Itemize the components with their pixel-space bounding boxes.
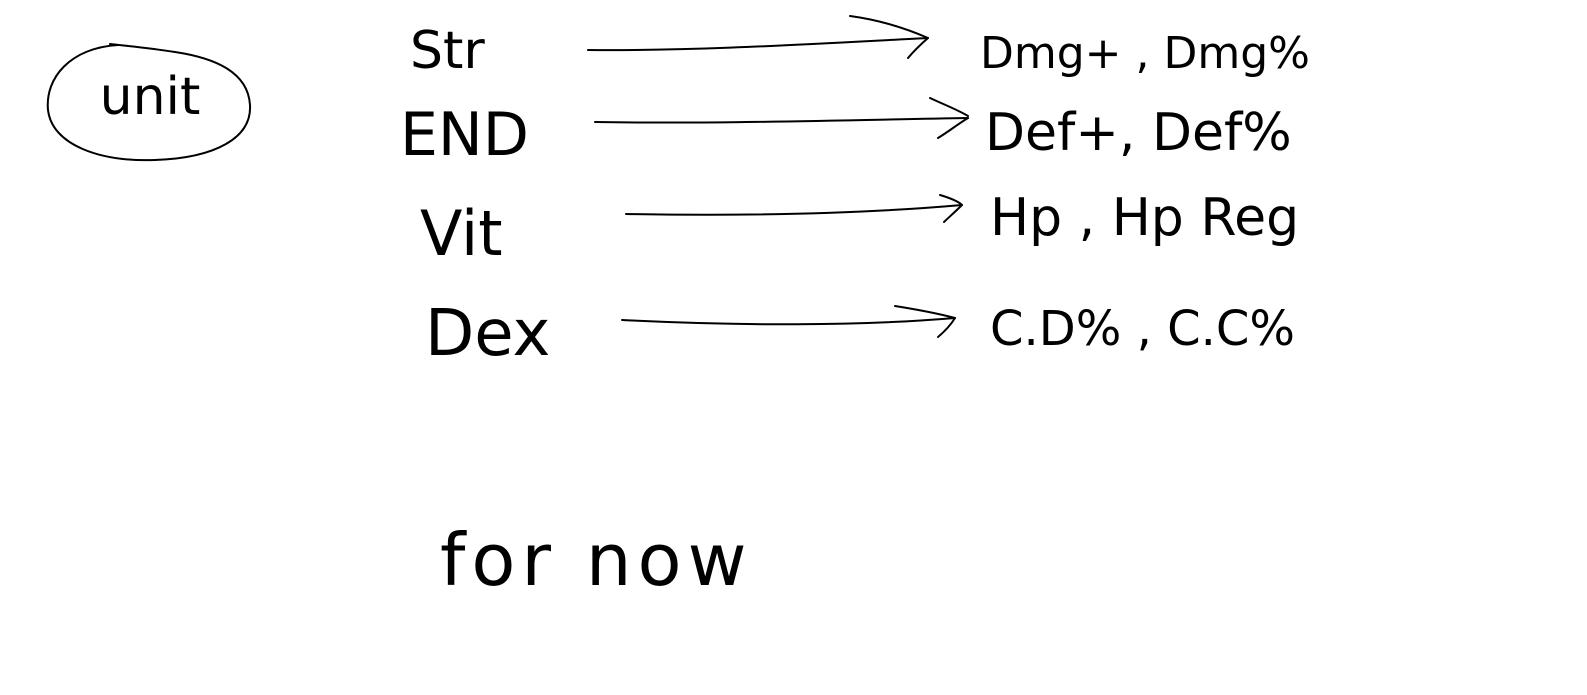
arrow-shaft-dex: [621, 317, 956, 326]
footer-note: for now: [440, 518, 752, 602]
effects-label-str: Dmg+ , Dmg%: [980, 28, 1310, 79]
effects-label-dex: C.D% , C.C%: [990, 301, 1295, 357]
unit-ellipse: [46, 43, 252, 162]
arrow-head-dex: [894, 305, 956, 338]
mapping-row-end: END Def+, Def%: [400, 97, 1292, 170]
arrow-head-end: [929, 97, 969, 139]
stat-label-end: END: [400, 100, 529, 170]
effects-label-end: Def+, Def%: [985, 103, 1292, 163]
stat-label-str: Str: [410, 21, 485, 81]
mapping-row-dex: Dex C.D% , C.C%: [425, 297, 1295, 371]
arrow-head-vit: [939, 194, 963, 223]
arrow-shaft-str: [587, 37, 929, 52]
arrow-shaft-vit: [625, 204, 963, 216]
stat-label-dex: Dex: [425, 297, 550, 371]
mapping-row-str: Str Dmg+ , Dmg%: [410, 15, 1310, 81]
mapping-row-vit: Vit Hp , Hp Reg: [420, 188, 1299, 270]
stat-label-vit: Vit: [420, 197, 503, 270]
unit-label: unit: [100, 67, 201, 127]
arrow-head-str: [849, 15, 929, 59]
effects-label-vit: Hp , Hp Reg: [990, 188, 1299, 248]
arrow-shaft-end: [594, 117, 969, 124]
unit-node: unit: [46, 43, 252, 162]
